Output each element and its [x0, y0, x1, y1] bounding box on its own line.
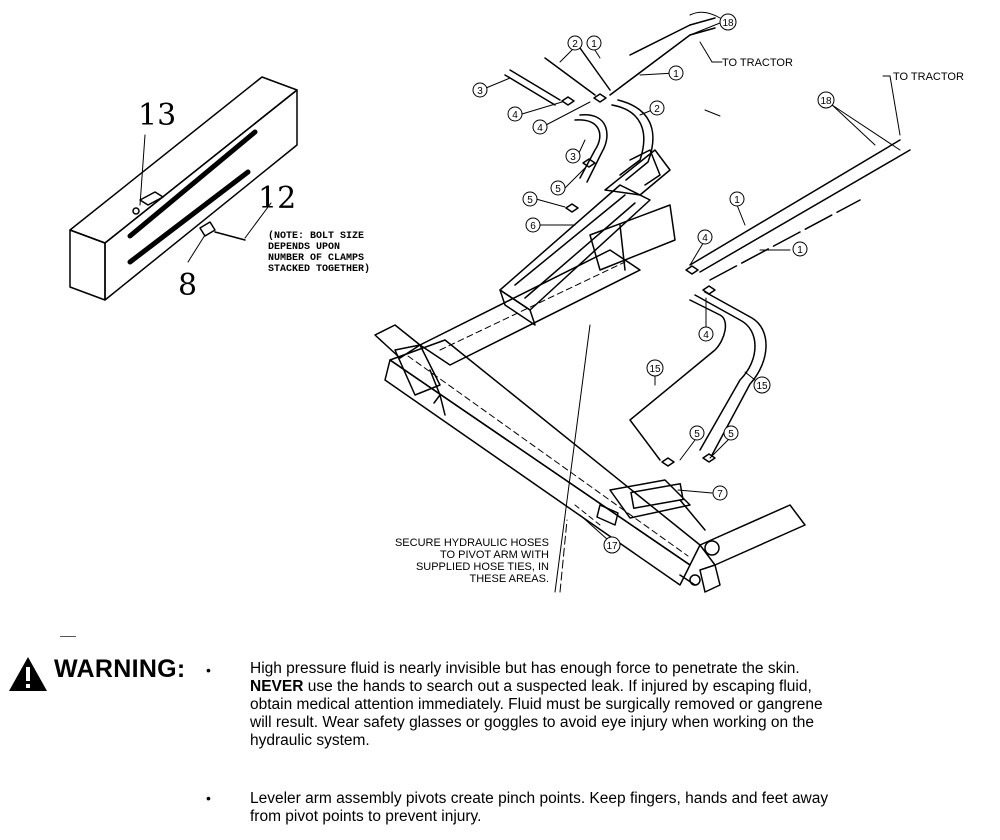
warning-bullet-text: Leveler arm assembly pivots create pinch… — [250, 790, 829, 825]
svg-text:18: 18 — [722, 18, 734, 29]
callout-12: 12 — [258, 181, 296, 216]
warning-section: WARNING: • High pressure fluid is nearly… — [0, 630, 1000, 840]
callout-bubble: 1 — [792, 241, 808, 257]
note-line: NUMBER OF CLAMPS — [268, 253, 364, 264]
warning-label: WARNING: — [54, 655, 186, 683]
main-frame — [374, 204, 806, 593]
clamp-detail-view — [69, 76, 298, 301]
svg-text:2: 2 — [572, 39, 578, 50]
callout-bubble: 17 — [603, 536, 621, 554]
svg-text:5: 5 — [694, 429, 700, 440]
svg-text:4: 4 — [512, 110, 518, 121]
hydraulic-hoses — [504, 17, 911, 593]
callout-bubble: 5 — [689, 425, 705, 441]
note-line: STACKED TOGETHER) — [268, 263, 370, 275]
callout-bubble: 5 — [522, 191, 538, 207]
bolt-size-note: (NOTE: BOLT SIZE DEPENDS UPON NUMBER OF … — [268, 230, 370, 275]
detail-callouts: 13 12 8 — [138, 98, 296, 303]
to-tractor-label: TO TRACTOR — [893, 71, 964, 83]
callout-bubble: 5 — [550, 180, 566, 196]
callout-bubble: 4 — [697, 229, 713, 245]
svg-text:1: 1 — [734, 195, 740, 206]
svg-text:3: 3 — [570, 152, 576, 163]
note-line: THESE AREAS. — [470, 573, 549, 585]
divider — [60, 636, 76, 637]
warning-triangle-icon — [9, 657, 47, 691]
hydraulic-diagram: 13 12 8 (NOTE: BOLT SIZE DEPENDS UPON NU… — [69, 11, 964, 593]
upper-cylinder — [499, 149, 671, 326]
svg-text:4: 4 — [702, 233, 708, 244]
callout-bubble: 2 — [649, 100, 665, 116]
callout-bubble: 15 — [646, 359, 664, 377]
note-line: (NOTE: BOLT SIZE — [268, 230, 364, 242]
warning-bullet-text: High pressure fluid is nearly invisible … — [250, 660, 823, 749]
svg-text:17: 17 — [606, 541, 618, 552]
svg-text:5: 5 — [728, 429, 734, 440]
callout-bubble: 3 — [472, 82, 488, 98]
callout-bubble: 15 — [753, 376, 771, 394]
callout-bubble: 18 — [817, 91, 835, 109]
callout-bubble: 2 — [567, 35, 583, 51]
hose-fittings — [561, 93, 716, 467]
callout-13: 13 — [138, 98, 176, 133]
svg-text:5: 5 — [555, 184, 561, 195]
callout-bubble: 1 — [586, 35, 602, 51]
svg-text:1: 1 — [673, 69, 679, 80]
callout-bubble: 6 — [525, 217, 541, 233]
svg-text:1: 1 — [797, 245, 803, 256]
note-line: SECURE HYDRAULIC HOSES — [395, 537, 549, 549]
callout-bubble: 4 — [532, 119, 548, 135]
leader-lines — [485, 11, 901, 541]
to-tractor-label: TO TRACTOR — [722, 57, 793, 69]
svg-text:6: 6 — [530, 221, 536, 232]
bullet-icon: • — [206, 662, 211, 678]
svg-text:5: 5 — [527, 195, 533, 206]
callout-bubble: 1 — [668, 65, 684, 81]
svg-text:1: 1 — [591, 39, 597, 50]
note-line: SUPPLIED HOSE TIES, IN — [416, 561, 549, 573]
callout-bubble: 3 — [565, 148, 581, 164]
callout-bubble: 7 — [712, 485, 728, 501]
svg-text:3: 3 — [477, 86, 483, 97]
svg-text:15: 15 — [756, 381, 768, 392]
bullet-icon: • — [206, 790, 211, 806]
callout-bubble: 4 — [698, 326, 714, 342]
callout-bubble: 4 — [507, 106, 523, 122]
callout-bubble: 18 — [719, 13, 737, 31]
svg-text:18: 18 — [820, 96, 832, 107]
svg-text:15: 15 — [649, 364, 661, 375]
svg-text:2: 2 — [654, 104, 660, 115]
secure-hoses-note: SECURE HYDRAULIC HOSES TO PIVOT ARM WITH… — [395, 537, 549, 585]
callout-bubble: 1 — [729, 191, 745, 207]
svg-text:4: 4 — [537, 123, 543, 134]
note-line: TO PIVOT ARM WITH — [440, 549, 549, 561]
callout-bubble: 5 — [723, 425, 739, 441]
svg-text:4: 4 — [703, 330, 709, 341]
callout-8: 8 — [178, 268, 197, 303]
part-callouts: 18 2 1 1 3 4 4 2 3 5 5 6 18 1 4 1 4 15 1… — [472, 13, 835, 554]
svg-text:7: 7 — [717, 489, 723, 500]
note-line: DEPENDS UPON — [268, 242, 340, 253]
